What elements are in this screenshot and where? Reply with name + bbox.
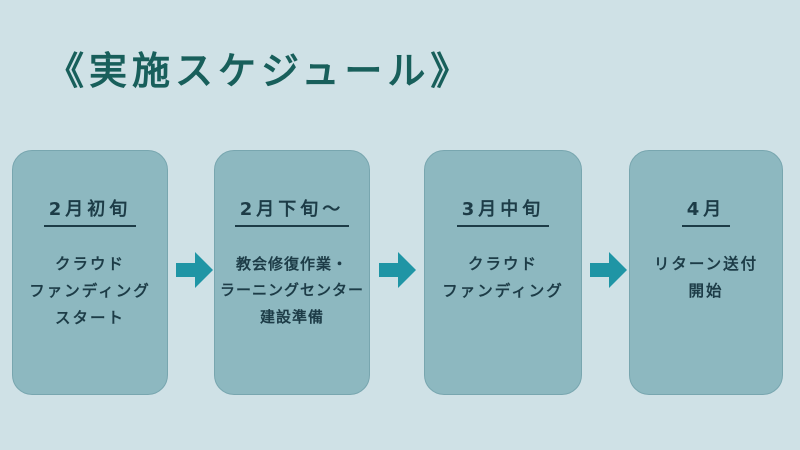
step-description-line: クラウド [54,255,125,273]
page-title: 《実施スケジュール》 [46,49,474,93]
arrow-right-icon [176,251,213,289]
step-description: リターン送付 開始 [630,251,782,305]
step-description-line: 建設準備 [259,307,324,326]
step-description-line: 教会修復作業・ [235,255,348,273]
step-description-line: ファンディング [442,282,564,301]
step-description-line: クラウド [467,255,538,273]
step-description-line: ファンディング [29,282,151,301]
step-description: クラウド ファンディング [425,251,581,305]
step-date: 3月中旬 [456,195,550,227]
schedule-step-2: 2月下旬～ 教会修復作業・ ラーニングセンター 建設準備 [214,150,370,395]
arrow-right-icon [379,251,416,289]
schedule-step-3: 3月中旬 クラウド ファンディング [424,150,582,395]
step-description-line: スタート [54,309,125,328]
step-date: 2月下旬～ [234,195,350,227]
schedule-step-1: 2月初旬 クラウド ファンディング スタート [12,150,168,395]
step-date: 4月 [681,195,731,227]
step-description-line: リターン送付 [653,255,759,273]
step-description-line: 開始 [688,282,724,301]
step-description: クラウド ファンディング スタート [13,251,167,332]
schedule-step-4: 4月 リターン送付 開始 [629,150,783,395]
step-description-line: ラーニングセンター [219,281,364,300]
step-description: 教会修復作業・ ラーニングセンター 建設準備 [215,251,369,330]
arrow-right-icon [590,251,627,289]
step-date: 2月初旬 [43,195,137,227]
